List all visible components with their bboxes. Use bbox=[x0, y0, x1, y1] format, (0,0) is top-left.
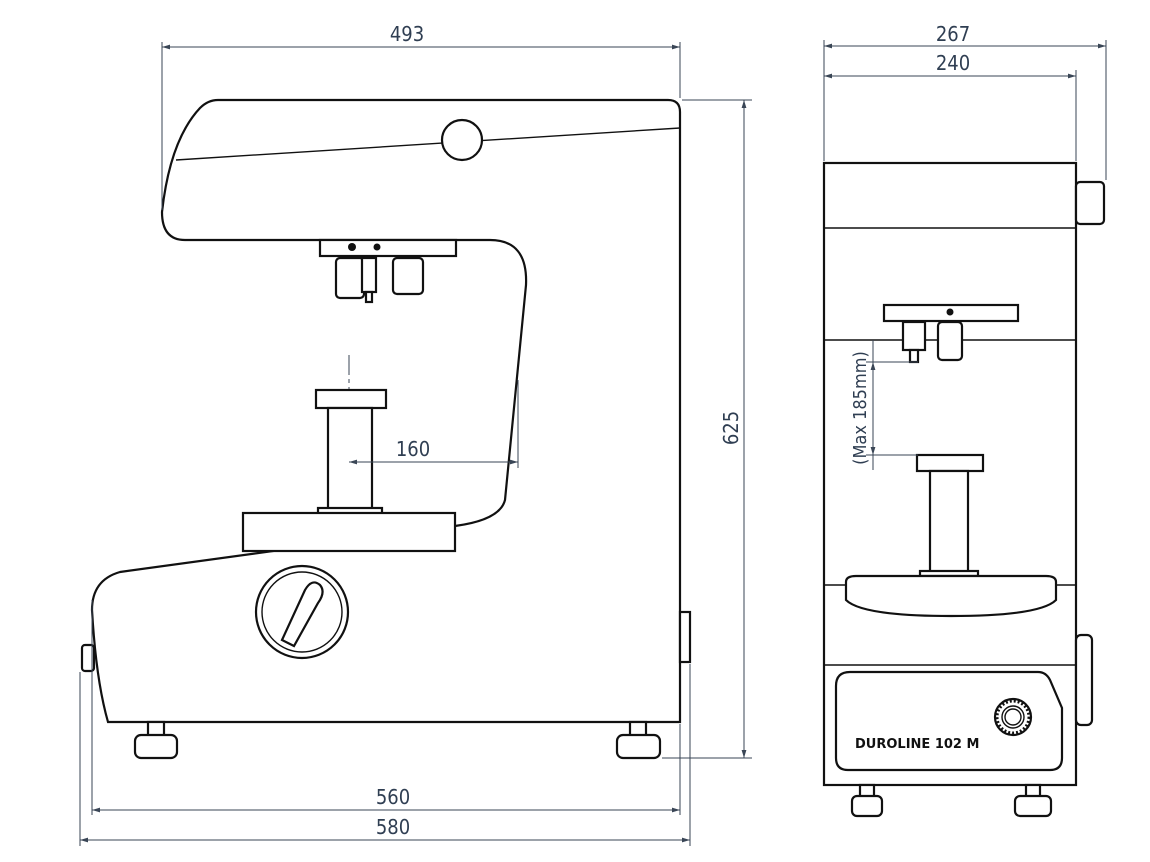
foot-left bbox=[133, 733, 179, 760]
dim-267: 267 bbox=[936, 22, 970, 46]
rear-connector bbox=[678, 610, 692, 664]
dial-handle bbox=[280, 581, 324, 648]
front-column bbox=[928, 469, 970, 575]
front-side-knob bbox=[1074, 633, 1094, 727]
anvil bbox=[314, 388, 388, 410]
dim-625: 625 bbox=[719, 411, 743, 445]
foot-right bbox=[615, 733, 662, 760]
front-foot-left bbox=[850, 794, 884, 818]
dim-max-185mm: (Max 185mm) bbox=[850, 351, 871, 465]
column bbox=[326, 406, 374, 512]
head-seam bbox=[175, 127, 681, 161]
panel-knob bbox=[993, 697, 1033, 737]
front-stage bbox=[844, 574, 1058, 618]
front-objective bbox=[936, 320, 964, 362]
dim-240: 240 bbox=[936, 51, 970, 75]
front-top-knob bbox=[1074, 180, 1106, 226]
top-knob bbox=[440, 118, 484, 162]
side-view: 493 625 160 560 580 bbox=[79, 22, 752, 846]
front-foot-right bbox=[1013, 794, 1053, 818]
front-anvil bbox=[915, 453, 985, 473]
front-view: DUROLINE 102 M 267 240 (Max 185mm) bbox=[822, 22, 1107, 818]
dim-493: 493 bbox=[390, 22, 424, 46]
stage-base bbox=[241, 511, 457, 553]
product-label: DUROLINE 102 M bbox=[855, 737, 979, 752]
front-indenter bbox=[901, 320, 927, 352]
objective-left bbox=[334, 256, 366, 300]
machine-frame bbox=[90, 98, 682, 724]
dim-580: 580 bbox=[376, 815, 410, 839]
side-knob bbox=[80, 643, 96, 673]
turret-plate bbox=[318, 238, 458, 258]
dim-560: 560 bbox=[376, 785, 410, 809]
indenter bbox=[360, 256, 378, 294]
dim-160: 160 bbox=[396, 437, 430, 461]
objective-right bbox=[391, 256, 425, 296]
front-panel bbox=[834, 670, 1064, 772]
